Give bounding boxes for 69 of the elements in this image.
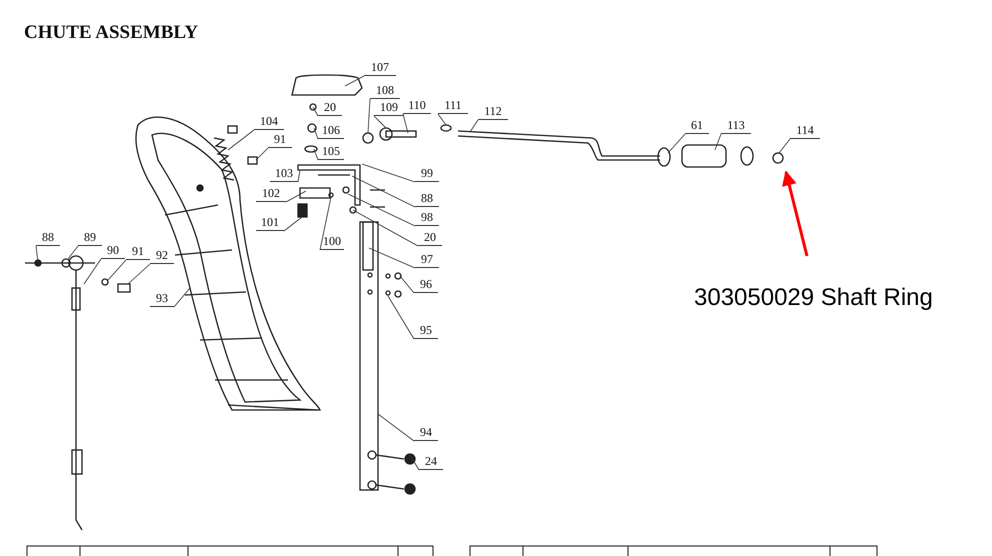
leader-line — [410, 454, 420, 470]
leader-line — [286, 190, 306, 202]
callout-number: 97 — [415, 252, 439, 268]
callout-number: 109 — [374, 100, 404, 116]
leader-line — [402, 114, 408, 134]
callout-number: 106 — [318, 123, 344, 139]
callout-number: 112 — [478, 104, 508, 120]
callout-number: 114 — [790, 123, 820, 139]
callout-number: 24 — [419, 454, 443, 470]
callout-number: 92 — [150, 248, 174, 264]
leader-line — [68, 246, 78, 260]
arrow — [782, 170, 808, 256]
callout-number: 99 — [415, 166, 439, 182]
callout-number: 113 — [721, 118, 751, 134]
leader-line — [470, 120, 478, 132]
callout-number: 101 — [256, 215, 284, 231]
leader-line — [352, 210, 418, 246]
callout-number: 103 — [270, 166, 298, 182]
leader-line — [714, 134, 722, 150]
title: CHUTE ASSEMBLY — [24, 22, 198, 44]
leader-line — [298, 170, 300, 182]
callout-number: 90 — [101, 243, 125, 259]
leader-line — [352, 176, 416, 208]
leader-line — [344, 76, 364, 86]
leader-line — [438, 114, 446, 126]
leader-line — [388, 296, 414, 340]
leader-line — [228, 130, 254, 150]
leader-line — [368, 248, 416, 268]
callout-number: 96 — [414, 277, 438, 293]
callout-number: 98 — [415, 210, 439, 226]
callout-number: 20 — [318, 100, 342, 116]
leader-line — [108, 260, 126, 280]
callout-number: 91 — [126, 244, 150, 260]
part-note: 303050029 Shaft Ring — [694, 284, 933, 312]
leader-line — [284, 216, 302, 232]
leader-line — [378, 414, 414, 442]
leader-line — [36, 246, 38, 262]
callout-number: 105 — [318, 144, 344, 160]
callout-number: 110 — [403, 98, 431, 114]
leader-line — [400, 276, 414, 294]
leader-line — [348, 194, 416, 226]
callout-number: 108 — [370, 83, 400, 99]
callout-number: 111 — [438, 98, 468, 114]
leader-line — [374, 116, 386, 128]
callout-number: 94 — [414, 425, 438, 441]
callout-number: 95 — [414, 323, 438, 339]
leader-line — [778, 138, 790, 154]
callout-number: 100 — [320, 234, 344, 250]
leader-line — [314, 128, 318, 140]
callout-number: 89 — [78, 230, 102, 246]
leader-line — [668, 134, 686, 154]
leader-line — [128, 264, 150, 284]
leader-line — [320, 196, 332, 250]
callout-number: 104 — [254, 114, 284, 130]
leader-line — [256, 148, 268, 160]
callout-number: 91 — [268, 132, 292, 148]
leader-line — [312, 106, 318, 116]
leader-line — [84, 258, 102, 284]
callout-number: 88 — [36, 230, 60, 246]
callout-number: 61 — [685, 118, 709, 134]
callout-number: 93 — [150, 291, 174, 307]
callout-number: 88 — [415, 191, 439, 207]
callout-number: 20 — [418, 230, 442, 246]
callout-number: 107 — [364, 60, 396, 76]
leader-line — [368, 98, 370, 134]
callout-number: 102 — [256, 186, 286, 202]
leader-line — [174, 288, 190, 308]
leader-line — [314, 148, 318, 160]
leader-line — [362, 164, 416, 182]
